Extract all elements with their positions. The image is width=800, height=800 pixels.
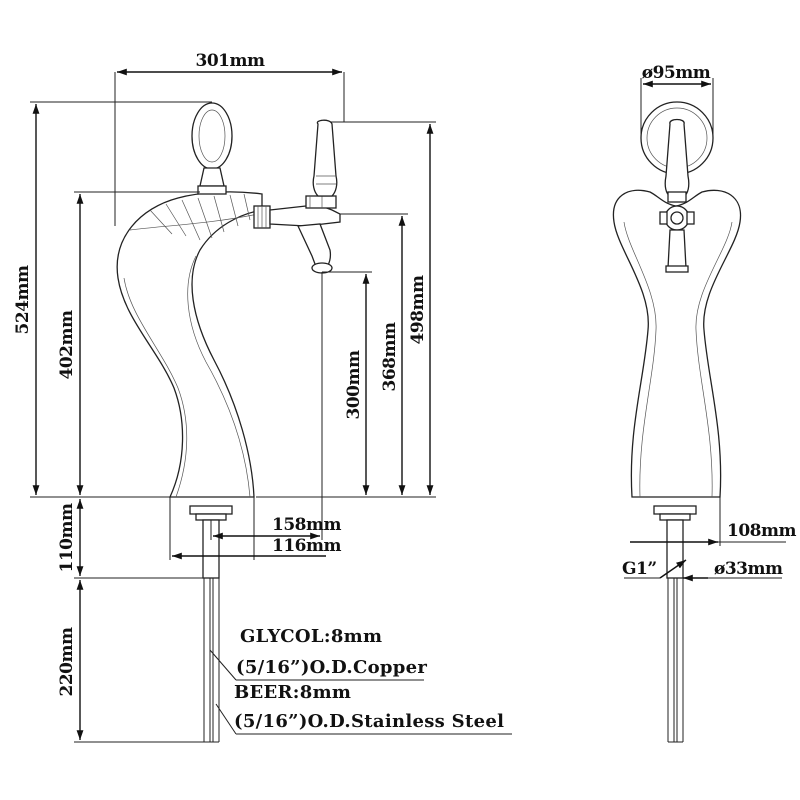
front-beverage-lines xyxy=(667,578,684,743)
side-view: 301mm 524mm 402mm 110mm 220mm 300mm 368m… xyxy=(13,51,512,743)
dim-offset-116: 116mm xyxy=(272,536,341,556)
note-glycol-spec: GLYCOL:8mm xyxy=(240,626,382,647)
tap-faucet xyxy=(253,195,341,274)
dim-base-108: 108mm xyxy=(727,521,796,541)
dim-width-301: 301mm xyxy=(196,51,265,71)
tower-body xyxy=(116,191,263,498)
body-contour-2 xyxy=(123,277,188,498)
dim-height-524: 524mm xyxy=(13,265,33,334)
front-base-flange xyxy=(653,505,697,515)
tap-handle xyxy=(312,119,338,197)
dim-height-368: 368mm xyxy=(380,322,400,391)
body-top-contour xyxy=(129,213,259,231)
front-body-contour-left xyxy=(623,221,657,498)
note-glycol-material: (5/16”)O.D.Copper xyxy=(236,657,427,678)
note-beer-spec: BEER:8mm xyxy=(234,682,351,703)
medallion-collar xyxy=(197,185,227,195)
dim-height-402: 402mm xyxy=(57,310,77,379)
dim-offset-158: 158mm xyxy=(272,515,341,535)
front-shank xyxy=(666,519,684,579)
dim-shank-110: 110mm xyxy=(57,503,77,572)
medallion-inner xyxy=(198,109,226,163)
dim-medallion-95: ø95mm xyxy=(642,63,711,83)
base-flange xyxy=(189,505,233,515)
medallion xyxy=(191,102,233,170)
medallion-stem xyxy=(199,167,225,187)
dim-thread-g1: G1” xyxy=(622,559,657,579)
body-ribs xyxy=(149,193,251,241)
dim-shank-33: ø33mm xyxy=(714,559,783,579)
beverage-lines xyxy=(203,578,220,743)
body-contour-1 xyxy=(187,255,251,498)
front-spout xyxy=(667,229,687,269)
dim-lines-220: 220mm xyxy=(57,627,77,696)
dim-height-300: 300mm xyxy=(344,350,364,419)
front-body-contour-right xyxy=(695,221,733,498)
dim-height-498: 498mm xyxy=(408,275,428,344)
front-tap-handle xyxy=(664,118,690,197)
front-view: ø95mm 108mm G1” ø33mm xyxy=(612,63,797,743)
note-beer-material: (5/16”)O.D.Stainless Steel xyxy=(234,711,504,732)
base-nut xyxy=(195,513,227,521)
